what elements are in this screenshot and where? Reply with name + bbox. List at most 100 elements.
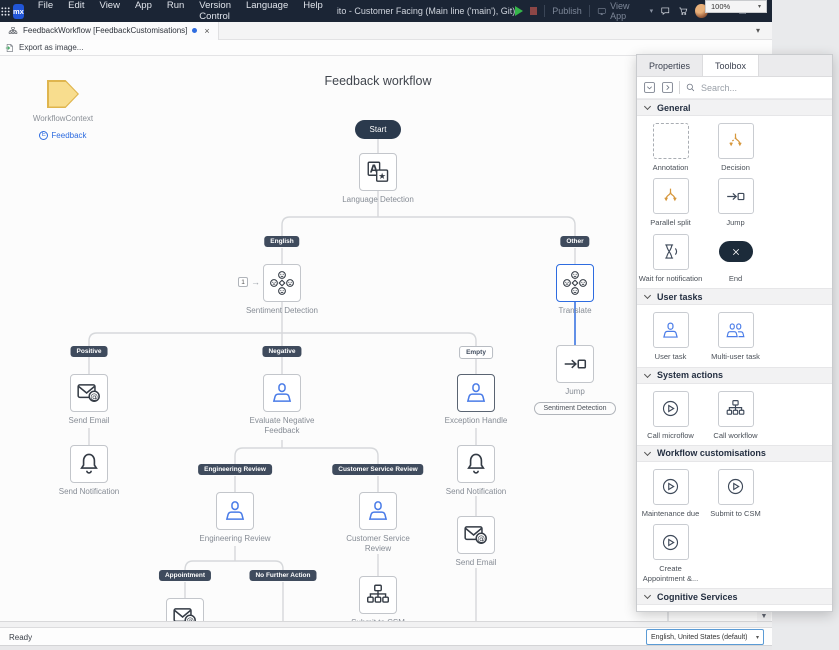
branch-label-negative[interactable]: Negative bbox=[262, 346, 302, 357]
node-engineering-review[interactable]: Engineering Review bbox=[175, 492, 295, 544]
toolbox-item-label: Call microflow bbox=[647, 430, 694, 440]
toolbox-item-annotation[interactable]: Annotation bbox=[638, 123, 703, 172]
toolbox-item-label: Maintenance due bbox=[641, 508, 700, 518]
node-start[interactable]: Start bbox=[318, 120, 438, 139]
view-app-dropdown[interactable]: ▾ bbox=[649, 8, 654, 15]
node-translate[interactable]: Translate bbox=[515, 264, 635, 316]
toolbox-item-jump[interactable]: Jump bbox=[703, 178, 768, 227]
search-icon bbox=[685, 82, 696, 93]
menu-app[interactable]: App bbox=[134, 0, 152, 11]
language-select[interactable]: English, United States (default)▾ bbox=[646, 629, 764, 645]
node-language-detection[interactable]: Language Detection bbox=[318, 153, 438, 205]
feedback-icon[interactable] bbox=[660, 5, 671, 17]
canvas-horizontal-scrollbar[interactable] bbox=[0, 622, 772, 627]
toolbox-section-general[interactable]: General bbox=[637, 99, 832, 116]
node-sentiment-detection[interactable]: Sentiment Detection bbox=[222, 264, 342, 316]
node-send-email-right[interactable]: Send Email bbox=[416, 516, 536, 568]
workflow-context-parameter[interactable]: WorkflowContext E Feedback bbox=[8, 80, 118, 141]
entity-link[interactable]: E Feedback bbox=[39, 130, 87, 140]
toolbox-item-parallel-split[interactable]: Parallel split bbox=[638, 178, 703, 227]
toolbox-item-create-appointment[interactable]: Create Appointment &... bbox=[638, 524, 703, 583]
node-send-notification-left[interactable]: Send Notification bbox=[29, 445, 149, 497]
toolbox-item-decision[interactable]: Decision bbox=[703, 123, 768, 172]
toolbox-item-multi-user-task[interactable]: Multi-user task bbox=[703, 312, 768, 361]
menu-version-control[interactable]: Version Control bbox=[199, 0, 231, 22]
toolbox-section-user-tasks[interactable]: User tasks bbox=[637, 288, 832, 306]
branch-label-appointment[interactable]: Appointment bbox=[158, 570, 212, 581]
toolbox-item-label: Annotation bbox=[652, 163, 689, 172]
avatar[interactable] bbox=[695, 4, 708, 18]
node-exception-handle[interactable]: Exception Handle bbox=[416, 374, 536, 426]
node-submit-to-csm[interactable]: Submit to CSM bbox=[318, 576, 438, 621]
workflow-title: Feedback workflow bbox=[324, 74, 432, 88]
toolbox-search-input[interactable] bbox=[701, 82, 811, 93]
collapse-all-button[interactable] bbox=[643, 81, 656, 94]
tab-feedback-workflow[interactable]: FeedbackWorkflow [FeedbackCustomisations… bbox=[0, 21, 219, 40]
toolbox-item-label: Call workflow bbox=[713, 430, 758, 440]
scroll-down-icon[interactable]: ▼ bbox=[760, 613, 768, 620]
toolbox-item-wait-for-notification[interactable]: Wait for notification bbox=[638, 233, 703, 283]
branch-label-positive[interactable]: Positive bbox=[70, 346, 108, 357]
branch-label-english[interactable]: English bbox=[264, 236, 300, 247]
toolbox-item-label: Wait for notification bbox=[638, 273, 703, 283]
menu-view[interactable]: View bbox=[99, 0, 120, 11]
tab-toolbox[interactable]: Toolbox bbox=[702, 55, 760, 76]
branch-label-empty[interactable]: Empty bbox=[459, 346, 493, 359]
toolbox-item-call-workflow[interactable]: Call workflow bbox=[703, 390, 768, 440]
toolbox-section-cognitive-services[interactable]: Cognitive Services bbox=[637, 588, 832, 605]
toolbox-section-workflow-customisations[interactable]: Workflow customisations bbox=[637, 444, 832, 462]
mendix-logo[interactable]: mx bbox=[13, 3, 24, 19]
node-send-notification-right[interactable]: Send Notification bbox=[416, 445, 536, 497]
stop-icon[interactable] bbox=[530, 7, 538, 15]
tab-properties[interactable]: Properties bbox=[649, 60, 691, 71]
decision-icon bbox=[725, 131, 746, 152]
toolbox-section-system-actions[interactable]: System actions bbox=[637, 366, 832, 384]
user-task-icon bbox=[222, 498, 248, 524]
toolbox-item-maintenance-due[interactable]: Maintenance due bbox=[638, 468, 703, 518]
branch-label-no-further-action[interactable]: No Further Action bbox=[249, 570, 317, 581]
menu-run[interactable]: Run bbox=[166, 0, 185, 11]
marketplace-cart-icon[interactable] bbox=[678, 5, 689, 17]
arrow-icon: → bbox=[251, 276, 260, 287]
zoom-select[interactable]: 100%▾ bbox=[705, 0, 767, 13]
menu-bar: File Edit View App Run Version Control L… bbox=[38, 0, 323, 22]
toolbox-item-user-task[interactable]: User task bbox=[638, 312, 703, 361]
bell-icon bbox=[463, 451, 489, 477]
chevron-down-icon bbox=[643, 102, 652, 111]
node-send-email-bottom[interactable] bbox=[125, 598, 245, 622]
node-jump[interactable]: Jump Sentiment Detection bbox=[515, 345, 635, 415]
menu-language[interactable]: Language bbox=[245, 0, 289, 11]
node-send-email-positive[interactable]: Send Email bbox=[29, 374, 149, 426]
branch-label-engineering-review[interactable]: Engineering Review bbox=[198, 464, 272, 475]
app-grid-button[interactable] bbox=[0, 6, 11, 17]
tab-title: FeedbackWorkflow [FeedbackCustomisations… bbox=[23, 26, 188, 35]
annotation-marker[interactable]: 1 → bbox=[238, 277, 260, 287]
node-evaluate-negative-feedback[interactable]: Evaluate Negative Feedback bbox=[222, 374, 342, 436]
branch-label-other[interactable]: Other bbox=[560, 236, 590, 247]
tab-close-icon[interactable]: × bbox=[204, 25, 210, 36]
play-icon bbox=[725, 476, 746, 497]
tab-list-dropdown[interactable]: ▾ bbox=[755, 26, 760, 35]
branch-label-customer-service-review[interactable]: Customer Service Review bbox=[332, 464, 424, 475]
toolbox-item-call-microflow[interactable]: Call microflow bbox=[638, 390, 703, 440]
run-button[interactable] bbox=[515, 6, 524, 16]
expand-all-button[interactable] bbox=[661, 81, 674, 94]
export-image-button[interactable]: Export as image... bbox=[0, 43, 83, 53]
menu-help[interactable]: Help bbox=[303, 0, 323, 11]
menu-file[interactable]: File bbox=[37, 0, 54, 11]
toolbox-item-label: Multi-user task bbox=[711, 352, 760, 362]
menu-edit[interactable]: Edit bbox=[68, 0, 85, 11]
jump-target-pill[interactable]: Sentiment Detection bbox=[534, 402, 616, 415]
email-icon bbox=[172, 604, 198, 622]
status-bar: Ready English, United States (default)▾ bbox=[0, 627, 772, 646]
unsaved-dot bbox=[192, 28, 198, 33]
node-customer-service-review[interactable]: Customer Service Review bbox=[318, 492, 438, 554]
toolbox-item-label: Decision bbox=[721, 163, 750, 172]
chevron-down-icon bbox=[643, 448, 652, 456]
view-app-button[interactable]: View App bbox=[597, 1, 643, 21]
chevron-down-icon bbox=[643, 370, 652, 378]
toolbox-item-submit-to-csm[interactable]: Submit to CSM bbox=[703, 468, 768, 518]
status-ready: Ready bbox=[9, 633, 33, 642]
publish-button[interactable]: Publish bbox=[552, 6, 582, 16]
toolbox-item-end[interactable]: End bbox=[703, 233, 768, 283]
